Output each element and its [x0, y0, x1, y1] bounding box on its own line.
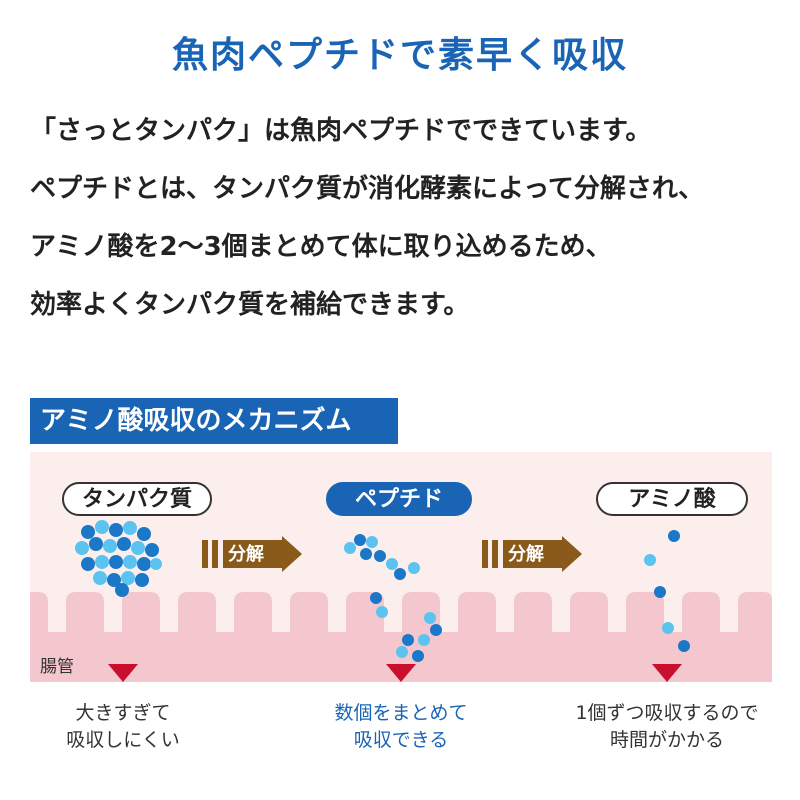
amino-dot [150, 558, 162, 570]
amino-dot [678, 640, 690, 652]
amino-dot [81, 557, 95, 571]
amino-dot [145, 543, 159, 557]
marker-protein [108, 664, 138, 682]
amino-dot [424, 612, 436, 624]
amino-dot [366, 536, 378, 548]
amino-dot [360, 548, 372, 560]
amino-dot [354, 534, 366, 546]
stage-label-amino-acid: アミノ酸 [596, 482, 748, 516]
amino-dot [131, 541, 145, 555]
amino-dot [109, 555, 123, 569]
amino-dot [394, 568, 406, 580]
amino-dot [115, 583, 129, 597]
amino-dot [412, 650, 424, 662]
caption-protein: 大きすぎて 吸収しにくい [23, 700, 223, 754]
arrow-label-2: 分解 [508, 544, 544, 565]
mechanism-header: アミノ酸吸収のメカニズム [30, 398, 398, 444]
amino-dot [374, 550, 386, 562]
caption-line: 吸収しにくい [66, 729, 180, 751]
amino-dot [137, 527, 151, 541]
caption-line: 吸収できる [353, 729, 449, 751]
amino-dot [386, 558, 398, 570]
amino-dot [117, 537, 131, 551]
protein-cluster [75, 520, 162, 597]
amino-dot [103, 539, 117, 553]
amino-dot [644, 554, 656, 566]
caption-line: 大きすぎて [75, 702, 171, 724]
paragraph-line: アミノ酸を2〜3個まとめて体に取り込めるため、 [30, 232, 612, 262]
amino-dot [121, 571, 135, 585]
peptide-chains [344, 534, 442, 662]
amino-dot [95, 555, 109, 569]
marker-amino-acid [652, 664, 682, 682]
arrow-1 [202, 536, 302, 572]
amino-dot [137, 557, 151, 571]
amino-dot [123, 555, 137, 569]
caption-line: 数個をまとめて [334, 702, 468, 724]
intestine-villi [30, 592, 772, 682]
marker-peptide [386, 664, 416, 682]
stage-label-peptide: ペプチド [326, 482, 472, 516]
caption-line: 時間がかかる [609, 729, 724, 751]
arrow-2 [482, 536, 582, 572]
page-title: 魚肉ペプチドで素早く吸収 [171, 35, 628, 76]
amino-dot [107, 573, 121, 587]
amino-dot [668, 530, 680, 542]
amino-dot [81, 525, 95, 539]
amino-dot [396, 646, 408, 658]
paragraph-line: ペプチドとは、タンパク質が消化酵素によって分解され、 [30, 174, 705, 204]
caption-amino-acid: 1個ずつ吸収するので 時間がかかる [567, 700, 767, 754]
caption-peptide: 数個をまとめて 吸収できる [301, 700, 501, 754]
amino-dot [109, 523, 123, 537]
amino-dot [376, 606, 388, 618]
paragraph-line: 効率よくタンパク質を補給できます。 [30, 290, 470, 320]
amino-dot [75, 541, 89, 555]
amino-dot [662, 622, 674, 634]
single-amino-acids [644, 530, 690, 652]
amino-dot [89, 537, 103, 551]
amino-dot [418, 634, 430, 646]
amino-dot [135, 573, 149, 587]
stage-label-protein: タンパク質 [62, 482, 212, 516]
arrow-label-1: 分解 [228, 544, 264, 565]
amino-dot [123, 521, 137, 535]
amino-dot [344, 542, 356, 554]
amino-dot [430, 624, 442, 636]
amino-dot [95, 520, 109, 534]
paragraph-line: 「さっとタンパク」は魚肉ペプチドでできています。 [30, 116, 652, 146]
amino-dot [402, 634, 414, 646]
amino-dot [370, 592, 382, 604]
amino-dot [654, 586, 666, 598]
amino-dot [93, 571, 107, 585]
amino-dot [408, 562, 420, 574]
caption-line: 1個ずつ吸収するので [575, 702, 759, 724]
intro-paragraph: 「さっとタンパク」は魚肉ペプチドでできています。 ペプチドとは、タンパク質が消化… [30, 102, 780, 334]
intestine-label: 腸管 [40, 657, 74, 677]
